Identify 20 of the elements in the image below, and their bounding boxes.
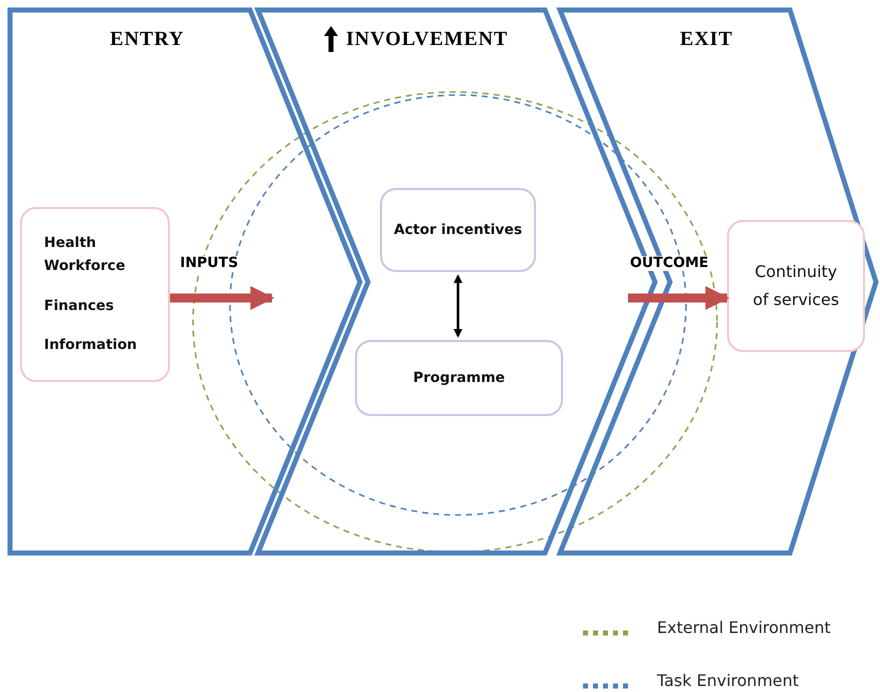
thick-arrow <box>628 286 730 310</box>
programme-box <box>355 340 563 416</box>
section-heading: EXIT <box>680 28 733 51</box>
legend-label: External Environment <box>657 618 831 637</box>
input-box <box>20 207 170 382</box>
double-arrow <box>454 274 462 338</box>
node-text: Actor incentives <box>392 220 524 240</box>
edge-label: INPUTS <box>178 256 240 272</box>
node-text: Finances <box>44 296 115 316</box>
section-heading: ENTRY <box>110 28 184 51</box>
node-text: Continuity of services <box>752 261 840 311</box>
edge-label: OUTCOME <box>628 256 710 272</box>
section-heading: INVOLVEMENT <box>346 28 508 51</box>
thick-arrow <box>170 286 274 310</box>
actor-box <box>380 188 536 272</box>
node-text: Information <box>44 336 138 356</box>
outcome-box <box>727 220 865 352</box>
legend-label: Task Environment <box>657 671 799 690</box>
node-text: Health Workforce <box>44 234 126 276</box>
node-text: Programme <box>412 368 506 388</box>
